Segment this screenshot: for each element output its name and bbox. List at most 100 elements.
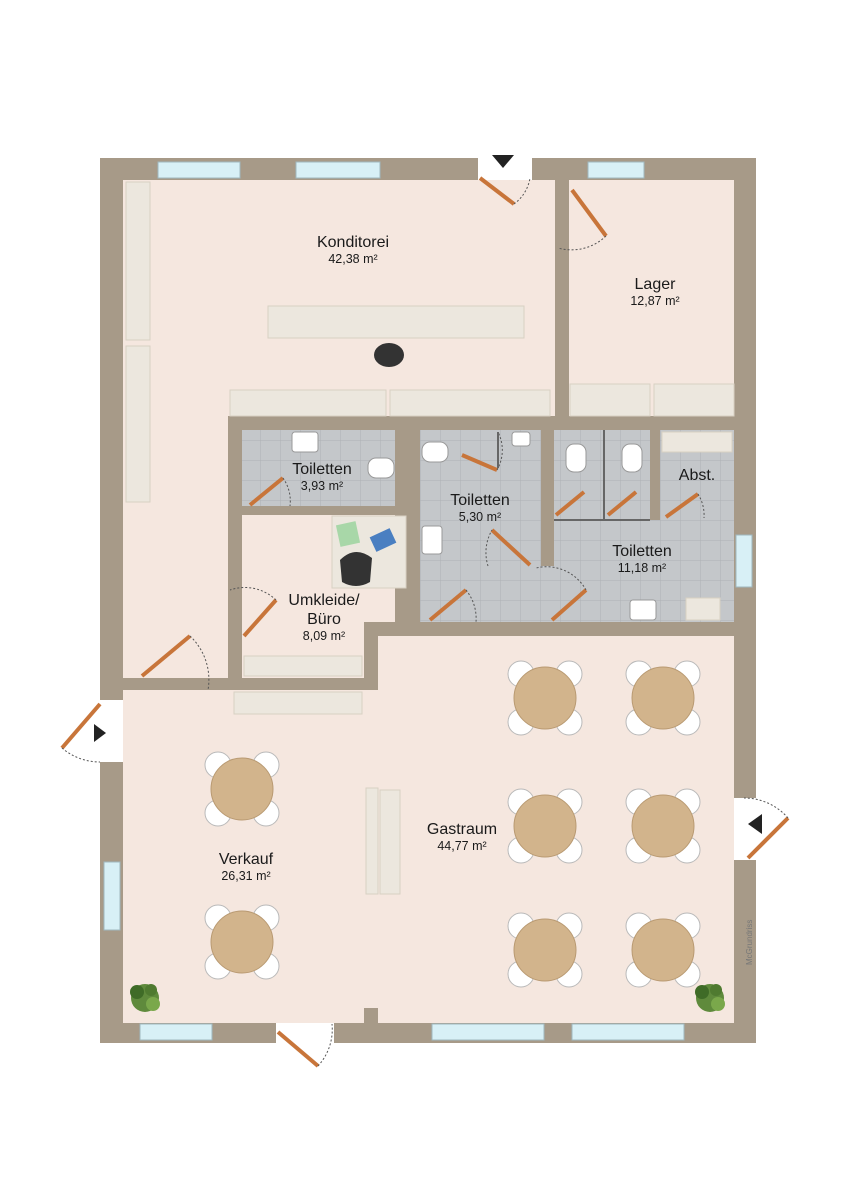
table-with-chairs bbox=[204, 751, 280, 827]
toilet-icon bbox=[565, 443, 587, 473]
counters bbox=[125, 181, 735, 895]
door-swing bbox=[189, 635, 210, 691]
door-leaf bbox=[554, 490, 586, 517]
round-table-icon bbox=[513, 666, 577, 730]
stool-icon bbox=[374, 343, 404, 367]
room-area: 42,38 m² bbox=[328, 252, 378, 267]
round-table-icon bbox=[631, 918, 695, 982]
room-area: 8,09 m² bbox=[302, 629, 346, 644]
door-openings bbox=[100, 158, 756, 1043]
door-leaf bbox=[276, 1030, 320, 1068]
room-name: Gastraum bbox=[426, 821, 498, 838]
counter bbox=[365, 787, 379, 895]
room-name: Konditorei bbox=[316, 234, 390, 251]
entrance-arrows bbox=[94, 155, 762, 834]
window bbox=[157, 161, 241, 179]
wall bbox=[123, 678, 378, 690]
entrance-opening bbox=[276, 1023, 334, 1043]
sink-counter bbox=[685, 597, 721, 621]
entrance-opening bbox=[734, 798, 756, 860]
tables bbox=[204, 660, 701, 988]
doors bbox=[60, 176, 790, 1068]
door-swing bbox=[697, 493, 705, 519]
round-table-icon bbox=[631, 794, 695, 858]
wall bbox=[364, 1008, 378, 1023]
room-area: 5,30 m² bbox=[458, 510, 502, 525]
counter bbox=[389, 389, 551, 417]
watermark: McGrundriss bbox=[745, 919, 754, 965]
door-leaf bbox=[570, 188, 608, 238]
door-leaf bbox=[428, 588, 468, 622]
table-with-chairs bbox=[507, 788, 583, 864]
counter bbox=[569, 383, 651, 417]
door-leaf bbox=[140, 634, 192, 678]
room-label-toiletten-1: Toiletten 3,93 m² bbox=[292, 460, 352, 494]
round-table-icon bbox=[210, 910, 274, 974]
door-leaf bbox=[60, 702, 102, 750]
window bbox=[431, 1023, 545, 1041]
counter bbox=[229, 389, 387, 417]
door-leaf bbox=[490, 528, 532, 567]
wall bbox=[228, 416, 242, 690]
door-leaf bbox=[248, 476, 285, 507]
table-with-chairs bbox=[507, 660, 583, 736]
room-area: 44,77 m² bbox=[437, 839, 487, 854]
entrance-arrow-icon bbox=[492, 155, 514, 168]
wall bbox=[364, 622, 378, 690]
window bbox=[587, 161, 645, 179]
room-label-toiletten-3: Toiletten 11,18 m² bbox=[612, 542, 672, 576]
entrance-arrow-icon bbox=[748, 814, 762, 834]
round-table-icon bbox=[631, 666, 695, 730]
room-area: 3,93 m² bbox=[300, 479, 344, 494]
counter bbox=[379, 789, 401, 895]
wall bbox=[541, 430, 554, 566]
door-swing bbox=[557, 235, 607, 251]
floor-lager bbox=[569, 180, 734, 418]
round-table-icon bbox=[210, 757, 274, 821]
door-swing bbox=[229, 586, 277, 601]
table-with-chairs bbox=[625, 788, 701, 864]
door-swing bbox=[535, 566, 587, 591]
table-with-chairs bbox=[507, 912, 583, 988]
room-name: Umkleide/ Büro bbox=[288, 592, 360, 629]
entrance-opening bbox=[478, 158, 532, 180]
door-leaf bbox=[664, 492, 700, 519]
wall bbox=[228, 416, 734, 430]
door-swing bbox=[282, 477, 291, 507]
room-label-toiletten-2: Toiletten 5,30 m² bbox=[450, 491, 510, 525]
door-swing bbox=[496, 431, 503, 471]
room-label-verkauf: Verkauf 26,31 m² bbox=[219, 850, 273, 884]
inner-walls bbox=[123, 180, 734, 1023]
sink-icon bbox=[421, 525, 443, 555]
toilet-icon bbox=[621, 443, 643, 473]
round-table-icon bbox=[513, 794, 577, 858]
room-label-lager: Lager 12,87 m² bbox=[630, 275, 679, 309]
wall bbox=[364, 622, 734, 636]
window bbox=[735, 534, 753, 588]
floor-toiletten-corridor bbox=[420, 566, 554, 622]
table-with-chairs bbox=[625, 660, 701, 736]
door-leaf bbox=[461, 453, 498, 472]
plants bbox=[130, 984, 725, 1012]
room-area: 26,31 m² bbox=[221, 869, 271, 884]
table-with-chairs bbox=[625, 912, 701, 988]
sink-icon bbox=[291, 431, 319, 453]
windows bbox=[103, 161, 753, 1041]
counter bbox=[125, 181, 151, 341]
room-name: Toiletten bbox=[612, 543, 672, 560]
counter bbox=[661, 431, 733, 453]
wall bbox=[555, 180, 569, 418]
toilet-icon bbox=[421, 441, 449, 463]
room-area: 11,18 m² bbox=[617, 561, 667, 576]
door-swing bbox=[743, 797, 789, 819]
door-swing bbox=[513, 177, 531, 205]
entrance-arrow-icon bbox=[94, 724, 106, 742]
round-table-icon bbox=[513, 918, 577, 982]
door-swing bbox=[465, 589, 477, 623]
entrance-opening bbox=[100, 700, 123, 762]
toilet-icon bbox=[367, 457, 395, 479]
wall bbox=[650, 430, 660, 520]
door-swing bbox=[61, 747, 101, 763]
office-items bbox=[335, 521, 397, 586]
